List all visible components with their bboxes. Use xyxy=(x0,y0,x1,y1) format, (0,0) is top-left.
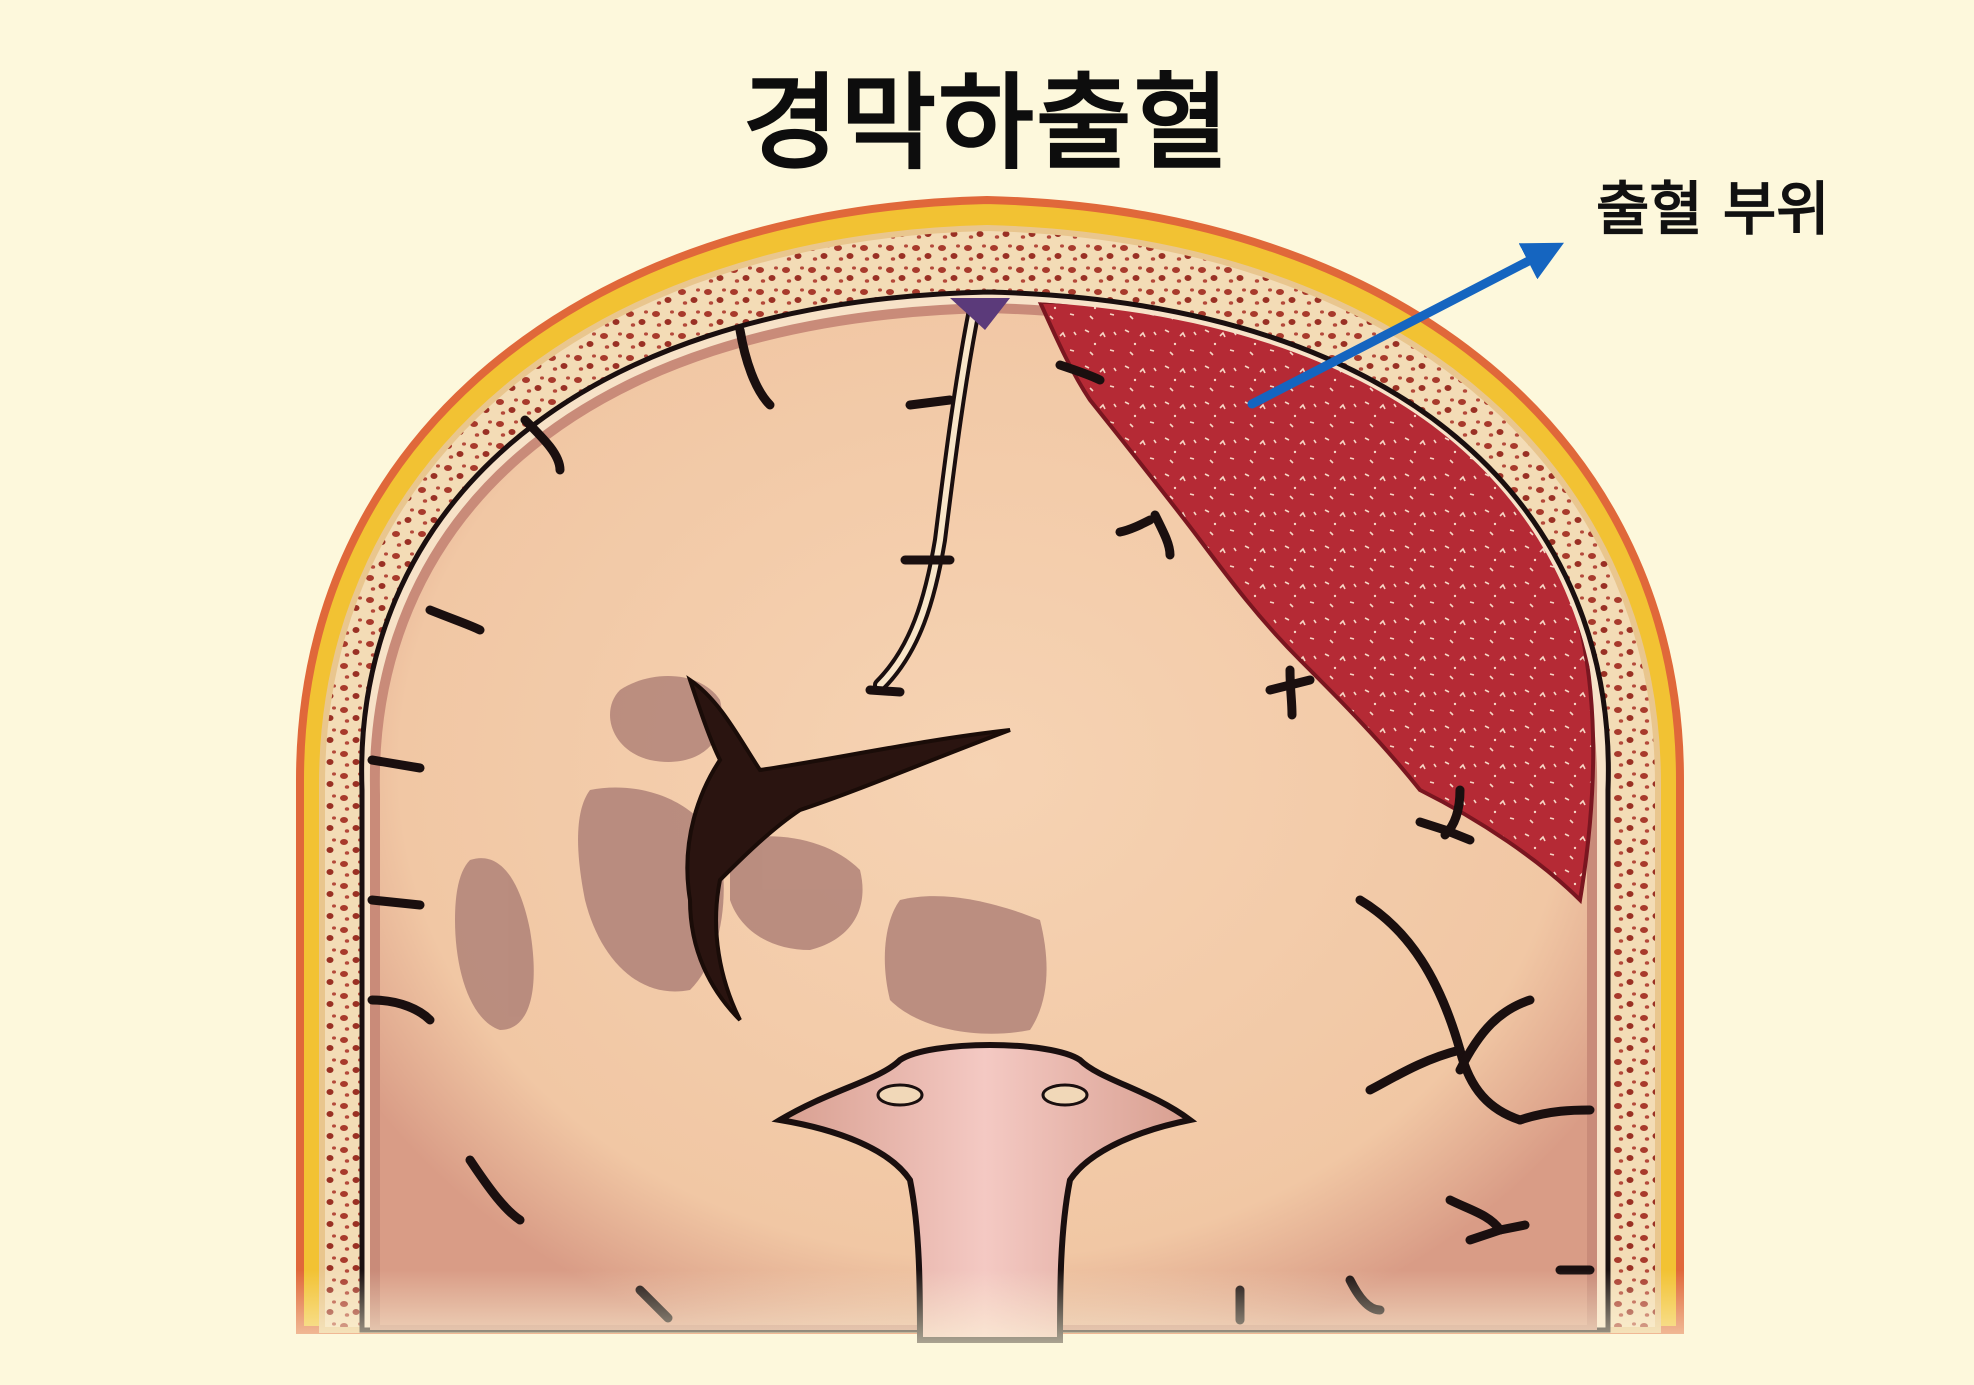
bottom-fade xyxy=(0,1270,1974,1385)
callout-arrow xyxy=(1247,242,1564,409)
mammillary-body-right xyxy=(1041,1083,1089,1107)
lateral-ventricle xyxy=(685,675,1011,1022)
page-title: 경막하출혈 xyxy=(742,62,1232,184)
falx-cerebri xyxy=(877,302,978,688)
hemorrhage-site-label: 출혈 부위 xyxy=(1596,175,1830,243)
superior-sagittal-sinus xyxy=(950,298,1010,330)
brainstem xyxy=(771,1042,1198,1343)
mammillary-body-left xyxy=(876,1083,924,1107)
